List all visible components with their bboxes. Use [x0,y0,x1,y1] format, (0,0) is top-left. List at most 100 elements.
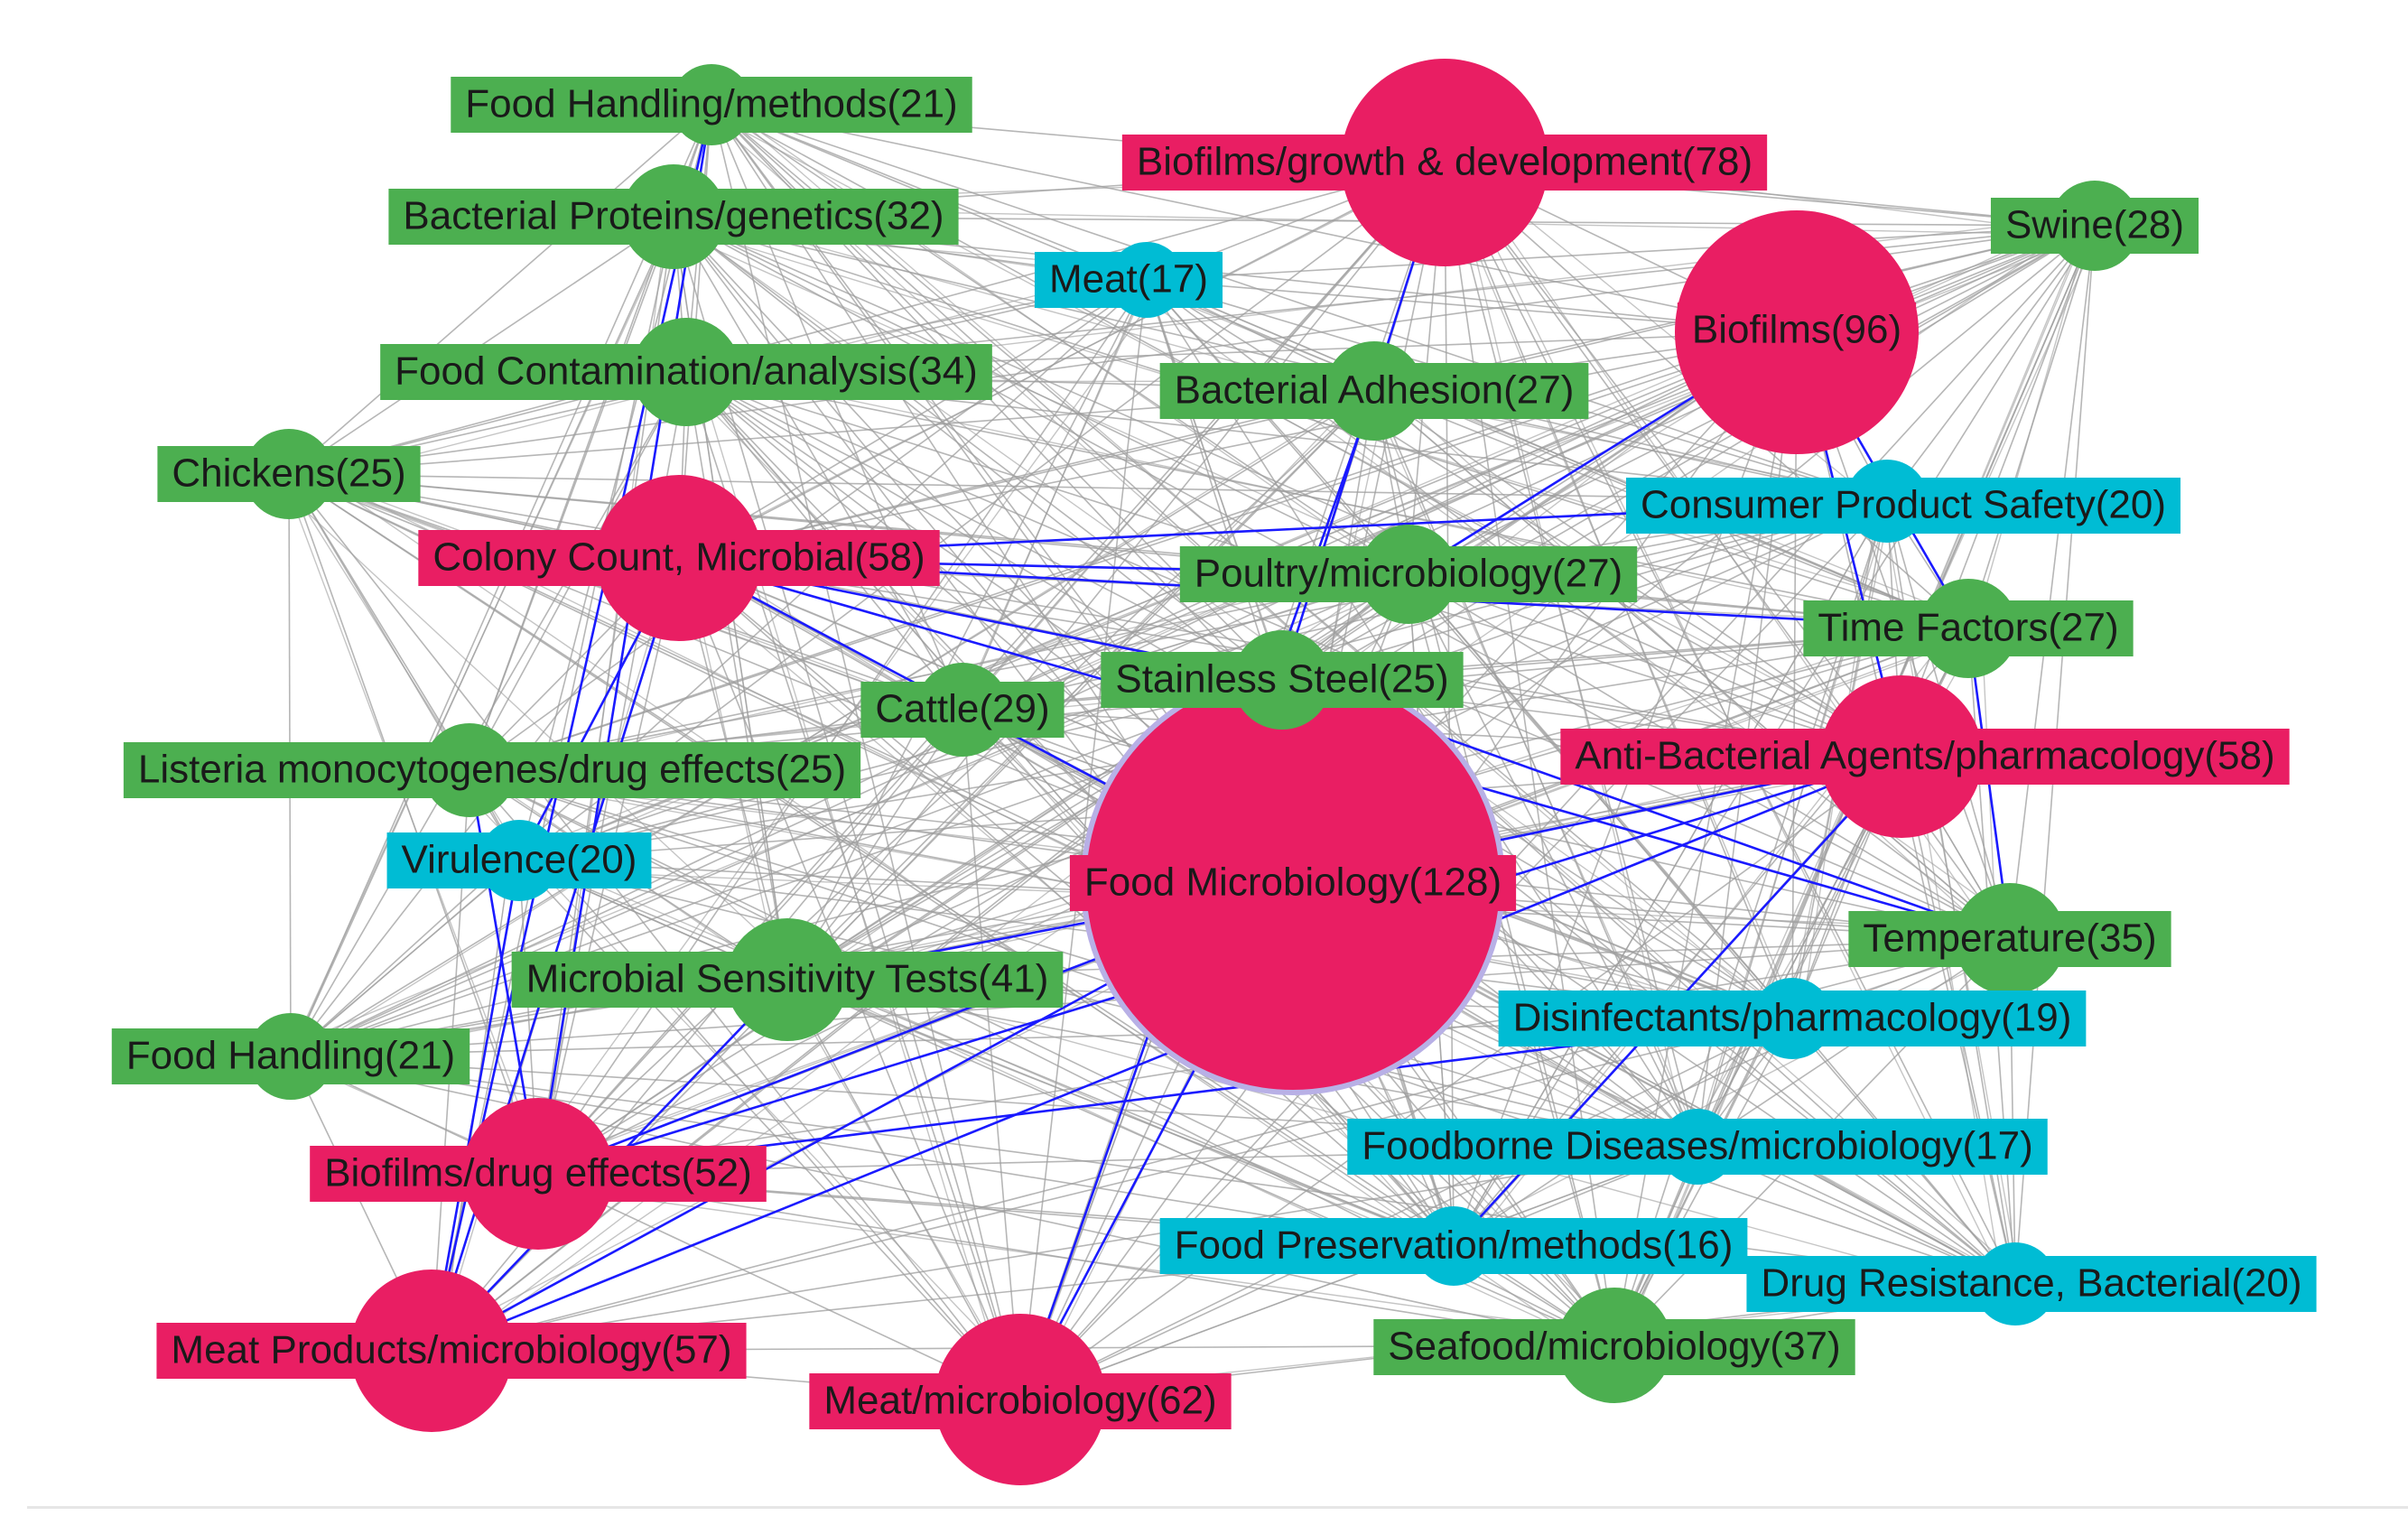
label-box-chickens [157,446,421,502]
edge-bacterial-proteins-consumer-safety [673,216,1888,502]
label-text-biofilms-growth: Biofilms/growth & development(78) [1137,140,1753,184]
label-box-microbial-sensitivity [511,952,1064,1008]
label-text-temperature: Temperature(35) [1863,916,2156,961]
label-text-microbial-sensitivity: Microbial Sensitivity Tests(41) [526,957,1049,1001]
edge-extra-bacterial-adhesion-temperature [1362,381,2022,949]
edge-virulence-foodborne [518,860,1698,1148]
edge-food-contamination-food-handling [290,371,687,1057]
label-box-biofilms [1677,302,1917,358]
edge-extra-seafood-chickens [299,461,1604,1358]
label-text-disinfectants: Disinfectants/pharmacology(19) [1513,996,2072,1040]
edge-food-handling-methods-consumer-safety [711,104,1888,502]
label-text-chickens: Chickens(25) [172,451,405,496]
label-text-cattle: Cattle(29) [875,687,1049,731]
edge-extra-biofilms-drug-seafood [546,1186,1606,1334]
label-poultry: Poultry/microbiology(27) [1179,546,1638,602]
edge-anti-bacterial-bacterial-proteins [673,216,1902,758]
label-text-food-handling-methods: Food Handling/methods(21) [465,82,957,126]
label-box-meat-microbiology [809,1373,1232,1429]
label-text-foodborne: Foodborne Diseases/microbiology(17) [1362,1124,2032,1168]
node-layer: Food Microbiology(128)Biofilms(96)Biofil… [111,59,2317,1485]
edge-extra-meat-biofilms-drug [526,291,1158,1163]
edge-meat-products-foodborne [431,1146,1698,1352]
label-listeria: Listeria monocytogenes/drug effects(25) [123,742,861,798]
edge-biofilms-growth-microbial-sensitivity [786,162,1446,981]
label-meat-microbiology: Meat/microbiology(62) [809,1373,1232,1429]
edge-food-handling-food-preservation [290,1056,1455,1247]
label-box-bacterial-proteins [388,189,959,245]
edge-extra-food-contamination-time-factors [673,362,1982,638]
label-text-meat-microbiology: Meat/microbiology(62) [823,1379,1216,1423]
edge-extra-foodborne-biofilms-growth [1455,173,1687,1136]
edge-extra-food-handling-virulence [288,859,522,1058]
label-text-food-contamination: Food Contamination/analysis(34) [395,349,978,394]
label-box-stainless-steel [1101,652,1464,708]
label-text-biofilms: Biofilms(96) [1692,308,1901,352]
label-temperature: Temperature(35) [1848,911,2171,967]
label-text-meat-products: Meat Products/microbiology(57) [171,1328,731,1372]
label-box-temperature [1848,911,2171,967]
label-text-listeria: Listeria monocytogenes/drug effects(25) [138,748,846,792]
label-biofilms-growth: Biofilms/growth & development(78) [1121,135,1768,191]
edge-stainless-steel-virulence [518,679,1283,861]
label-box-disinfectants [1498,991,2087,1046]
edge-bacterial-proteins-stainless-steel [673,216,1283,681]
label-biofilms: Biofilms(96) [1677,302,1917,358]
label-text-time-factors: Time Factors(27) [1818,606,2118,650]
label-box-cattle [860,682,1065,738]
label-food-contamination: Food Contamination/analysis(34) [380,344,992,400]
label-foodborne: Foodborne Diseases/microbiology(17) [1347,1119,2048,1175]
edge-extra-food-handling-methods-poultry [706,95,1414,584]
edge-extra-chickens-microbial-sensitivity [276,483,800,971]
edge-listeria-foodborne [469,769,1698,1148]
label-box-meat [1034,252,1223,308]
node-labels: Food Microbiology(128)Biofilms(96)Biofil… [111,77,2317,1429]
label-box-biofilms-growth [1121,135,1768,191]
label-text-swine: Swine(28) [2005,203,2184,247]
edge-extra-biofilms-growth-cattle [962,160,1445,712]
highlighted-edge-anti-bacterial-meat-products [431,755,1902,1353]
edge-chickens-food-preservation [288,473,1455,1247]
label-virulence: Virulence(20) [386,832,652,888]
label-box-biofilms-drug [310,1146,767,1202]
edge-biofilms-colony-count [678,331,1798,559]
label-box-meat-products [156,1323,747,1379]
edge-extra-meat-time-factors [1155,282,1960,627]
edge-stainless-steel-food-handling [290,679,1283,1057]
label-box-food-contamination [380,344,992,400]
label-box-virulence [386,832,652,888]
label-cattle: Cattle(29) [860,682,1065,738]
label-text-drug-resistance: Drug Resistance, Bacterial(20) [1761,1261,2301,1306]
edge-extra-swine-time-factors [1976,235,2087,619]
label-chickens: Chickens(25) [157,446,421,502]
highlighted-edge-meat-products-virulence [430,860,521,1352]
label-food-preservation: Food Preservation/methods(16) [1159,1218,1748,1274]
label-bacterial-proteins: Bacterial Proteins/genetics(32) [388,189,959,245]
edge-chickens-food-handling-methods [288,104,712,475]
label-box-swine [1990,198,2199,254]
edge-microbial-sensitivity-food-contamination [685,371,788,981]
label-box-drug-resistance [1746,1256,2317,1312]
label-disinfectants: Disinfectants/pharmacology(19) [1498,991,2087,1046]
label-text-virulence: Virulence(20) [402,838,637,882]
label-text-food-handling: Food Handling(21) [126,1034,455,1078]
edge-meat-microbiology-food-handling-methods [711,104,1021,1400]
label-text-meat: Meat(17) [1049,257,1208,302]
bottom-divider [27,1506,2408,1509]
label-box-food-handling-methods [451,77,972,133]
label-food-handling: Food Handling(21) [111,1028,470,1084]
label-text-food-preservation: Food Preservation/methods(16) [1175,1223,1734,1268]
label-text-bacterial-adhesion: Bacterial Adhesion(27) [1175,368,1575,413]
label-swine: Swine(28) [1990,198,2199,254]
label-food-handling-methods: Food Handling/methods(21) [451,77,972,133]
edge-extra-time-factors-bacterial-proteins [664,221,1978,624]
label-meat-products: Meat Products/microbiology(57) [156,1323,747,1379]
label-box-food-microbiology [1069,855,1517,911]
edge-extra-colony-count-biofilms-growth [686,168,1437,553]
label-box-listeria [123,742,861,798]
label-box-bacterial-adhesion [1159,363,1589,419]
label-box-food-handling [111,1028,470,1084]
label-biofilms-drug: Biofilms/drug effects(52) [310,1146,767,1202]
edge-meat-microbiology-biofilms-drug [537,1173,1021,1400]
label-consumer-safety: Consumer Product Safety(20) [1625,478,2181,534]
